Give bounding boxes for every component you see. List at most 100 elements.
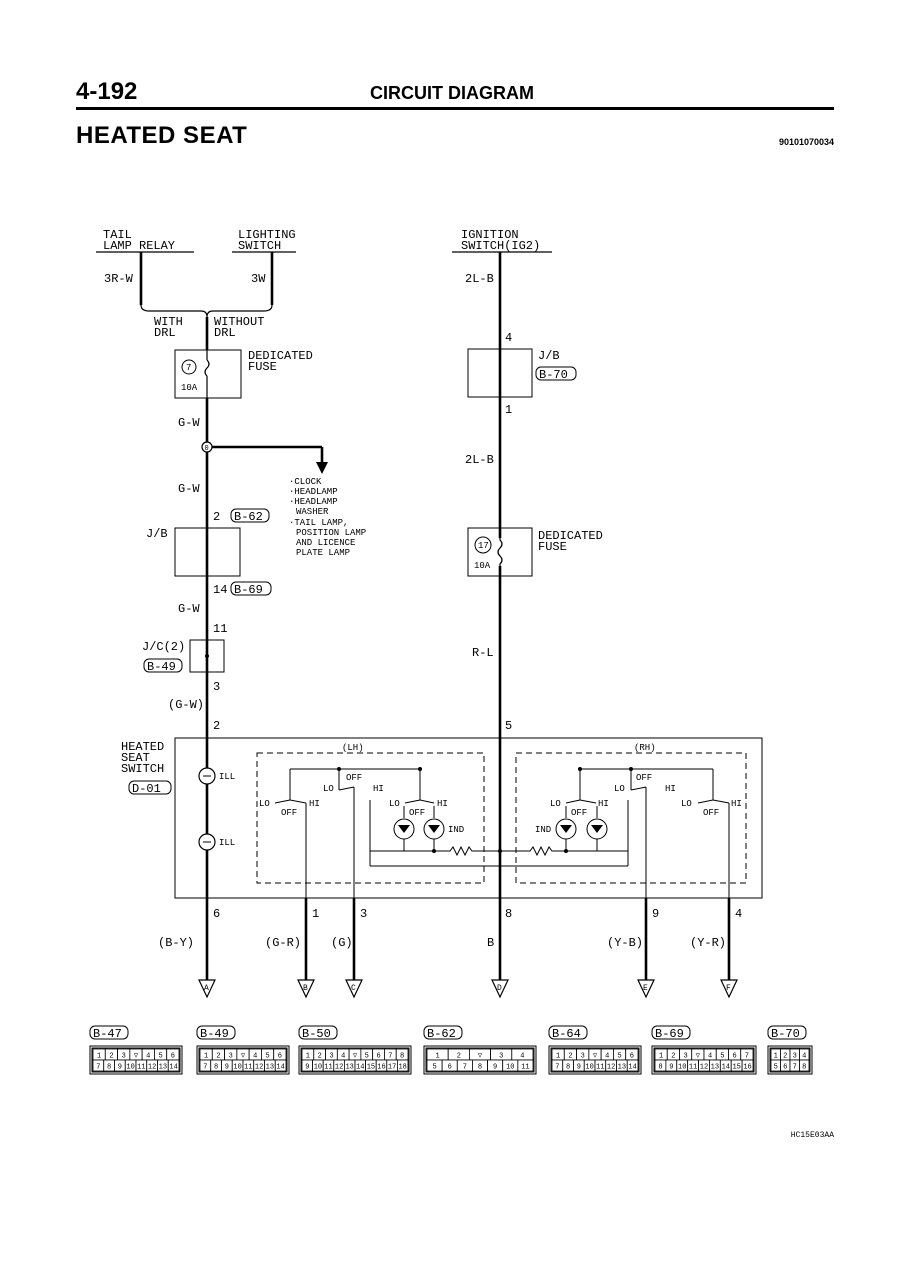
pin-number: 5: [617, 1053, 621, 1061]
fuse-7-label-2: FUSE: [248, 360, 277, 374]
ignition-switch-label-1: IGNITION: [461, 228, 519, 242]
with-drl-2: DRL: [154, 326, 176, 340]
with-drl-1: WITH: [154, 315, 183, 329]
ignition-switch-label-2: SWITCH(IG2): [461, 239, 540, 253]
pin-number: 16: [377, 1064, 385, 1072]
connector-name: B-69: [655, 1027, 684, 1041]
lh-off-2: OFF: [346, 773, 362, 783]
load-5: ·TAIL LAMP,: [289, 518, 348, 528]
rh-lo-2: LO: [614, 784, 625, 794]
off-page-arrow-e: E: [637, 979, 655, 999]
lh-sw1-blade: [274, 799, 291, 804]
pin-number: 13: [159, 1064, 167, 1072]
pin-number: ▽: [241, 1053, 246, 1061]
pin-number: 6: [278, 1053, 282, 1061]
wire-label-gw-paren: (G-W): [168, 698, 204, 712]
pin-number: 14: [628, 1064, 636, 1072]
without-drl-1: WITHOUT: [214, 315, 264, 329]
pin-number: ▽: [593, 1053, 598, 1061]
load-2: ·HEADLAMP: [289, 487, 338, 497]
off-page-arrow-b: B: [297, 979, 315, 999]
pin-number: 15: [732, 1064, 740, 1072]
connector-face: [89, 1045, 183, 1075]
pin-number: 12: [148, 1064, 156, 1072]
pin-number: 17: [388, 1064, 396, 1072]
pin-number: 9: [577, 1064, 581, 1072]
pin-2: 2: [213, 510, 220, 524]
pin-number: 9: [305, 1064, 309, 1072]
rh-label: (RH): [634, 743, 656, 753]
lh-sw1-blade-2: [289, 799, 307, 804]
pin-number: ▽: [134, 1053, 139, 1061]
pin-number: 13: [711, 1064, 719, 1072]
wire-label-tail: 3R-W: [104, 272, 134, 286]
rh-resistor: [500, 845, 566, 857]
lh-led-1-diode: [398, 825, 410, 833]
ill-label-1: ILL: [219, 772, 235, 782]
jc2-conn-tag: [143, 658, 183, 673]
lh-off-1: OFF: [281, 808, 297, 818]
pin-number: 8: [214, 1064, 218, 1072]
pin-number: 13: [266, 1064, 274, 1072]
off-page-arrow-d: D: [491, 979, 509, 999]
fuse-17-number-circle: [474, 536, 492, 554]
pin-number: 6: [448, 1064, 452, 1072]
pin-number: 12: [700, 1064, 708, 1072]
fuse-7-number: 7: [186, 363, 191, 373]
ign-pin-4: 4: [505, 331, 512, 345]
pin-cell: [167, 1059, 180, 1072]
wire-label-rl: R-L: [472, 646, 494, 660]
switch-outputs: 6 1 3 8 9 4 (B-Y) (G-R) (G) B (Y-B) (Y-R…: [158, 898, 742, 999]
fuse-17-number: 17: [478, 541, 489, 551]
pin-number: 4: [708, 1053, 712, 1061]
pin-number: 3: [793, 1053, 797, 1061]
header-rule: [76, 107, 834, 110]
connector-face-inner: [550, 1047, 640, 1073]
connector-face: [548, 1045, 642, 1075]
pin-number: 9: [669, 1064, 673, 1072]
pin-number: 8: [802, 1064, 806, 1072]
rh-sw3-blade: [697, 799, 714, 804]
off-page-arrow-a: A: [198, 979, 216, 999]
wiring: TAIL LAMP RELAY LIGHTING SWITCH IGNITION…: [96, 228, 603, 738]
jc2-label: J/C(2): [142, 640, 185, 654]
out-pin-1: 1: [312, 907, 319, 921]
lh-hi-1: HI: [309, 799, 320, 809]
rh-off-3: OFF: [703, 808, 719, 818]
pin-cell: [626, 1059, 639, 1072]
out-wire-label-c: (G): [331, 936, 353, 950]
pin-number: 7: [555, 1064, 559, 1072]
pin-number: 6: [783, 1064, 787, 1072]
switch-label-1: HEATED: [121, 740, 164, 754]
connector-name: B-47: [93, 1027, 122, 1041]
switch-label-2: SEAT: [121, 751, 150, 765]
pin-number: 1: [97, 1053, 101, 1061]
lh-lo-2: LO: [323, 784, 334, 794]
pin-number: 5: [774, 1064, 778, 1072]
pin-number: 5: [158, 1053, 162, 1061]
conn-b69-tag: [230, 581, 272, 596]
pin-number: 2: [318, 1053, 322, 1061]
rh-lo-3: LO: [681, 799, 692, 809]
pin-3: 3: [213, 680, 220, 694]
lh-off-3: OFF: [409, 808, 425, 818]
connector-face: [298, 1045, 412, 1075]
pin-number: 2: [783, 1053, 787, 1061]
pin-number: 2: [671, 1053, 675, 1061]
resistor-junction: [498, 849, 502, 853]
tail-relay-label-1: TAIL: [103, 228, 132, 242]
fuse-7-element: [204, 350, 210, 398]
conn-b70-tag: [535, 366, 577, 381]
heated-seat-switch: HEATED SEAT SWITCH D-01 ILL ILL (LH) (RH…: [121, 737, 763, 899]
pin-number: 1: [774, 1053, 778, 1061]
section-title: CIRCUIT DIAGRAM: [370, 83, 534, 103]
pin-number: 5: [365, 1053, 369, 1061]
pin-number: 4: [605, 1053, 609, 1061]
out-pin-3: 3: [360, 907, 367, 921]
fuse-7-rating: 10A: [181, 383, 198, 393]
rh-sw1-blade-2: [579, 799, 597, 804]
